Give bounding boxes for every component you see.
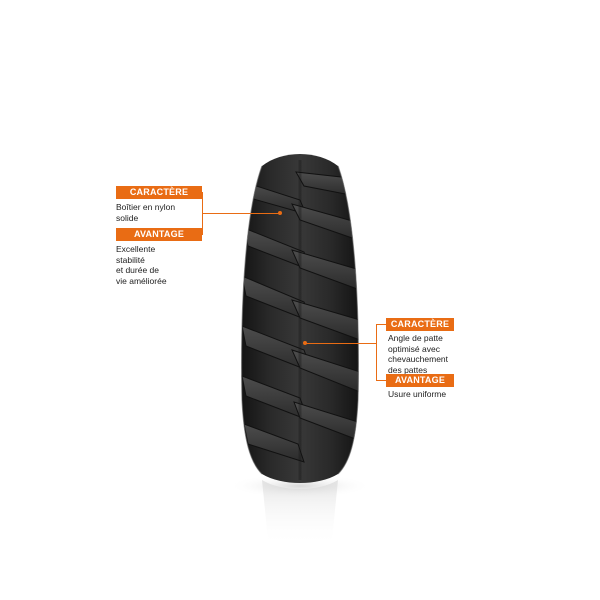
left-connector-benefit-stub xyxy=(202,234,203,235)
right-connector-feature-stub xyxy=(376,324,386,325)
right-connector-to-tire xyxy=(306,343,376,344)
right-connector-vertical xyxy=(376,324,377,380)
left-connector-dot xyxy=(278,211,282,215)
right-feature-badge: CARACTÈRE xyxy=(386,318,454,331)
right-benefit-badge: AVANTAGE xyxy=(386,374,454,387)
tread-lugs xyxy=(241,171,359,463)
right-connector-benefit-stub xyxy=(376,380,386,381)
left-connector-feature-stub xyxy=(202,192,203,193)
left-benefit-badge: AVANTAGE xyxy=(116,228,202,241)
right-feature-text: Angle de patte optimisé avec chevaucheme… xyxy=(388,333,449,375)
left-benefit-text: Excellente stabilité et durée de vie amé… xyxy=(116,244,167,286)
right-connector-dot xyxy=(303,341,307,345)
tire-reflection xyxy=(262,480,338,546)
right-benefit-text: Usure uniforme xyxy=(388,389,447,399)
left-feature-text: Boîtier en nylon solide xyxy=(116,202,176,223)
left-connector-to-tire xyxy=(202,213,280,214)
left-feature-badge: CARACTÈRE xyxy=(116,186,202,199)
